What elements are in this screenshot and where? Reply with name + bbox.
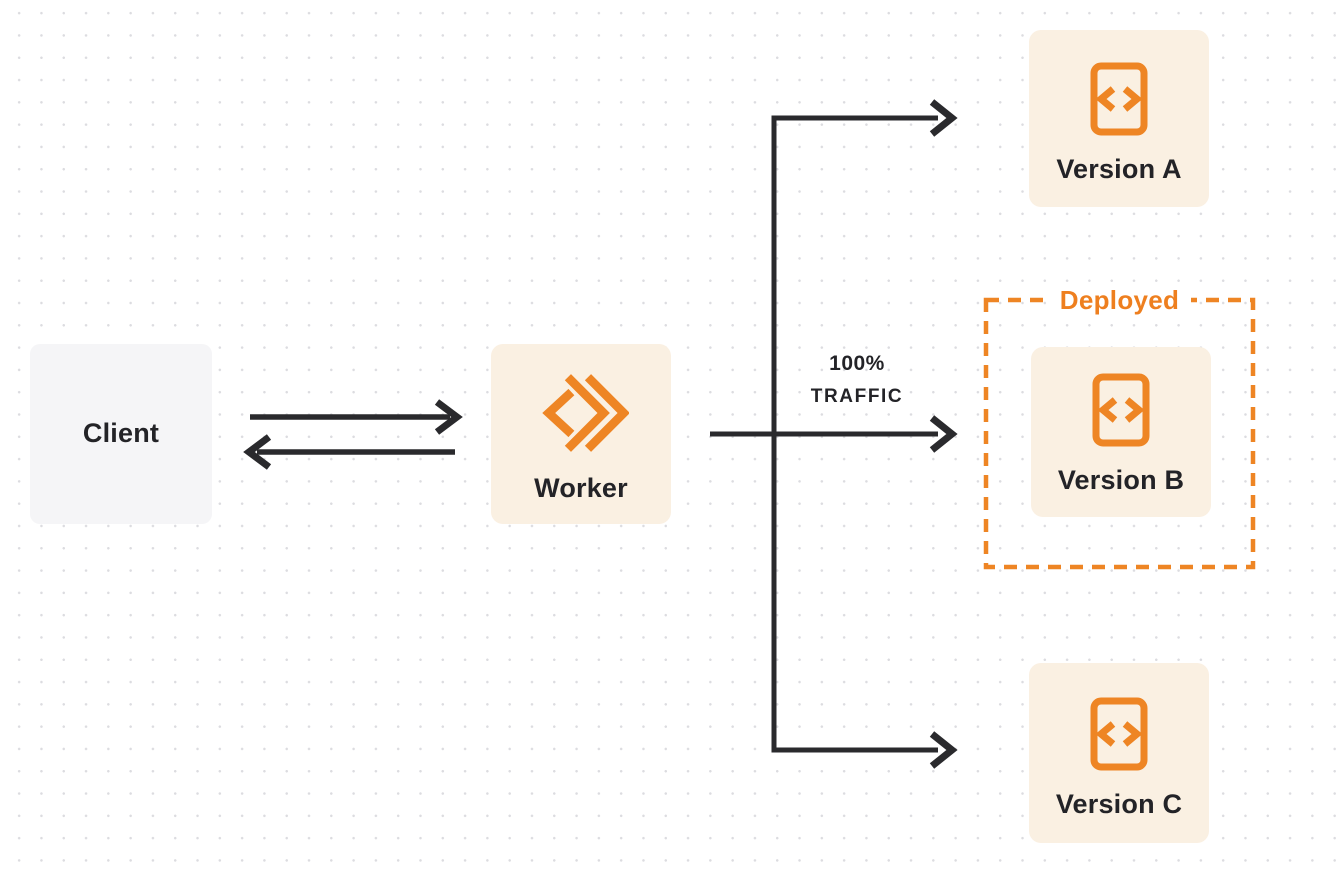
- arrowhead-version-a-icon: [929, 99, 958, 137]
- deployed-group-label: Deployed: [986, 283, 1253, 322]
- version-a-node: Version A: [1029, 30, 1209, 207]
- code-file-icon: [1090, 697, 1148, 776]
- client-label: Client: [82, 418, 160, 449]
- traffic-word-text: TRAFFIC: [810, 386, 904, 407]
- version-a-label: Version A: [1056, 154, 1182, 185]
- arrowhead-right-icon: [434, 399, 463, 435]
- arrowhead-left-icon: [243, 434, 272, 470]
- worker-label: Worker: [534, 472, 628, 503]
- worker-node: Worker: [491, 344, 671, 524]
- arrowhead-version-c-icon: [929, 731, 958, 769]
- version-c-label: Version C: [1055, 788, 1183, 819]
- arrowhead-version-b-icon: [929, 415, 958, 453]
- client-node: Client: [30, 344, 212, 524]
- code-file-icon: [1092, 373, 1150, 452]
- traffic-percent-text: 100%: [829, 352, 885, 375]
- deployed-group-label-text: Deployed: [1047, 283, 1192, 317]
- code-file-icon: [1090, 62, 1148, 141]
- version-c-node: Version C: [1029, 663, 1209, 843]
- version-b-label: Version B: [1057, 464, 1185, 495]
- traffic-edge-label: 100% TRAFFIC: [772, 347, 942, 413]
- workers-logo-icon: [533, 371, 630, 460]
- version-b-node: Version B: [1031, 347, 1211, 517]
